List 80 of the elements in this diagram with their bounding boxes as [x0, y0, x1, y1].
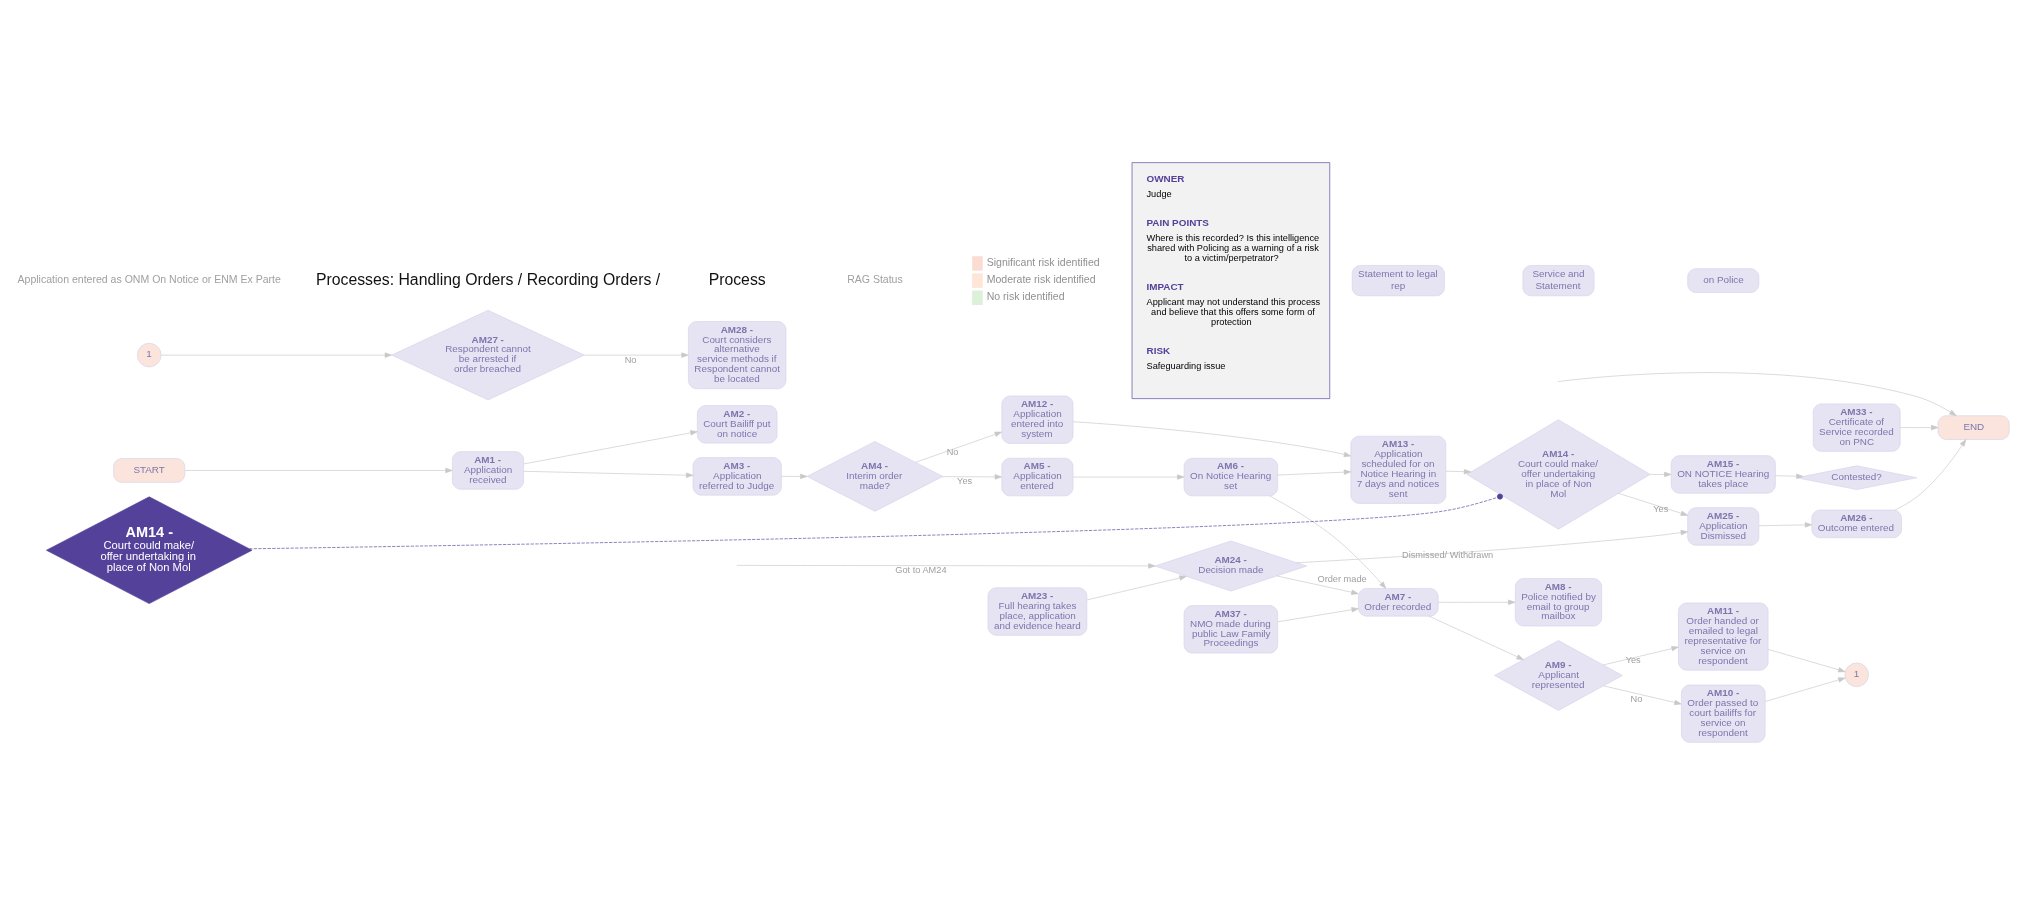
arrow — [1437, 599, 1516, 605]
arrow — [1072, 421, 1352, 458]
edge-label: Order made — [1317, 574, 1367, 585]
node-box: AM26 - Outcome entered — [1811, 509, 1902, 539]
arrow — [160, 352, 392, 358]
edge-label: Yes — [1625, 655, 1641, 666]
node-diamond: AM14 - Court could make/ offer undertaking in place of Non Mol — [1466, 419, 1651, 530]
node-diamond: AM24 - Decision made — [1154, 540, 1307, 592]
node-diamond: AM9 - Applicant represented — [1494, 640, 1623, 711]
arrow — [1277, 469, 1352, 476]
node-box: AM15 - ON NOTICE Hearing takes place — [1670, 455, 1776, 494]
node-diamond: AM14 - Court could make/ offer undertaking in place of Non Mol — [46, 496, 253, 604]
node-box: AM3 - Application referred to Judge — [692, 457, 782, 496]
arrow — [1296, 530, 1688, 564]
arrow — [1086, 575, 1187, 601]
node-circle: 1 — [1844, 662, 1869, 687]
arrow — [1269, 495, 1387, 589]
node-box: END — [1937, 415, 2010, 440]
arrow — [1072, 474, 1185, 480]
arrow — [184, 467, 453, 474]
label: Processes: Handling Orders / Recording Orders / — [315, 270, 661, 288]
arrow — [1649, 471, 1672, 478]
edge-label: No — [946, 446, 959, 457]
arrow — [781, 473, 808, 480]
legend-label: Significant risk identified — [986, 255, 1100, 268]
connector — [249, 493, 1503, 550]
node-box: AM5 - Application entered — [1001, 457, 1074, 497]
arrow — [523, 430, 698, 465]
arrow — [523, 470, 694, 478]
arrow — [1758, 522, 1813, 528]
node-box: AM10 - Order passed to court bailiffs for service on respondent — [1681, 684, 1766, 743]
arrow — [1618, 493, 1688, 516]
arrow — [1445, 469, 1472, 475]
node-box: AM25 - Application Dismissed — [1687, 507, 1760, 546]
arrow — [1558, 372, 1957, 416]
node-box: AM33 - Certificate of Service recorded on PNC — [1812, 403, 1901, 452]
arrow — [1276, 575, 1359, 595]
node-diamond: AM27 - Respondent cannot be arrested if order breached — [391, 309, 585, 401]
node-box: AM1 - Application received — [452, 451, 524, 490]
node-box: AM13 - Application scheduled for on Notice Hearing in 7 days and notices sent — [1350, 435, 1447, 504]
arrow — [1894, 439, 1967, 511]
arrow — [737, 563, 1156, 569]
node-box: AM28 - Court considers alternative service methods if Respondent cannot be located — [688, 321, 787, 390]
arrow — [1603, 685, 1682, 706]
node-box: AM2 - Court Bailiff put on notice — [696, 405, 778, 444]
arrow — [915, 431, 1002, 463]
node-box: AM12 - Application entered into system — [1001, 395, 1074, 444]
legend-label: No risk identified — [986, 290, 1065, 303]
arrow — [1775, 473, 1804, 479]
node-box: Statement to legal rep — [1351, 265, 1445, 297]
node-box: AM37 - NMO made during public Law Family Proceedings — [1183, 605, 1278, 654]
node-box: START — [113, 458, 186, 483]
node-box: AM7 - Order recorded — [1358, 588, 1439, 617]
label: Application entered as ONM On Notice or ENM Ex Parte — [17, 273, 281, 286]
edge-label: Got to AM24 — [895, 565, 947, 576]
arrow — [584, 352, 689, 358]
arrow — [1603, 646, 1679, 666]
arrow — [1277, 607, 1359, 623]
edge-label: Yes — [1653, 503, 1669, 514]
arrow — [1900, 425, 1939, 431]
node-diamond: AM4 - Interim order made? — [806, 441, 944, 512]
arrow — [1428, 615, 1524, 660]
node-circle: 1 — [137, 342, 162, 368]
node-box: Service and Statement — [1522, 265, 1595, 297]
node-box: AM6 - On Notice Hearing set — [1183, 457, 1278, 497]
edge-label: No — [1630, 694, 1643, 705]
label: Process — [708, 270, 766, 288]
edge-label: Dismissed/ Withdrawn — [1402, 549, 1494, 560]
label: RAG Status — [847, 273, 903, 286]
node-box: AM11 - Order handed or emailed to legal representative for service on respondent — [1678, 602, 1769, 671]
node-box: OWNER Judge PAIN POINTS Where is this recorded? Is this intelligence shared with Policing as a warning of a risk to a victim/perpetrator? IMPACT Applicant may not understand this process and believe that this offers some form of protection RISK Safeguarding issue — [1131, 162, 1331, 399]
arrow — [1764, 677, 1846, 702]
arrow — [942, 474, 1002, 480]
edge-label: Yes — [957, 476, 973, 487]
legend-label: Moderate risk identified — [986, 273, 1096, 286]
edge-label: No — [624, 354, 637, 365]
arrow — [1767, 649, 1846, 673]
node-box: AM8 - Police notified by email to group mailbox — [1515, 578, 1602, 627]
node-box: on Police — [1687, 268, 1760, 293]
node-box: AM23 - Full hearing takes place, application and evidence heard — [987, 587, 1088, 636]
